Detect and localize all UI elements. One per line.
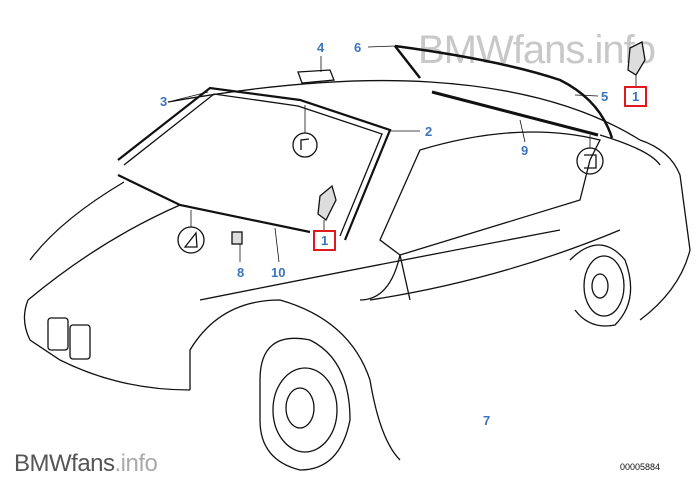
- callout-4: 4: [317, 40, 325, 55]
- watermark-bottom: BMWfans.info: [14, 450, 158, 477]
- callout-7: 7: [483, 413, 491, 428]
- callout-10: 10: [271, 265, 286, 280]
- callout-2: 2: [425, 124, 433, 139]
- callout-6: 6: [354, 40, 362, 55]
- callout-8: 8: [237, 265, 245, 280]
- diagram-part-number: 00005884: [620, 462, 661, 472]
- callout-5: 5: [601, 89, 609, 104]
- callout-1-top-highlighted: 1: [624, 86, 648, 107]
- callout-1-mid-highlighted: 1: [313, 230, 337, 251]
- callout-9: 9: [521, 143, 529, 158]
- callout-3: 3: [160, 94, 168, 109]
